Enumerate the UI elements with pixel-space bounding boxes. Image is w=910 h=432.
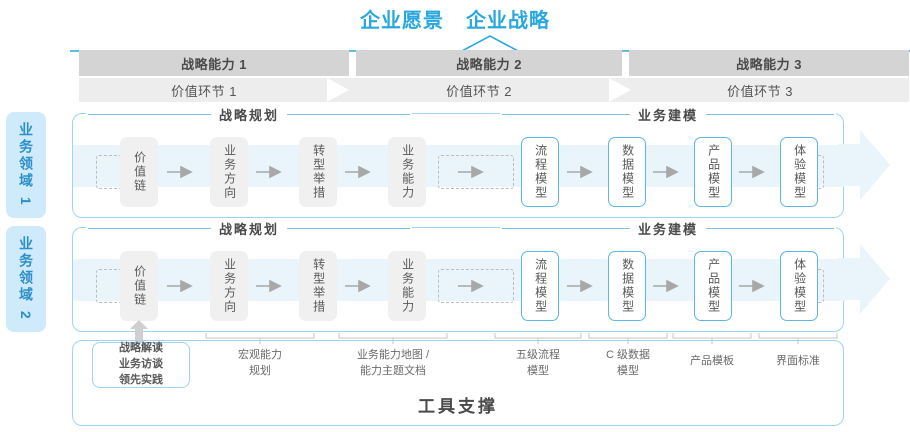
value-stage-label-1: 价值环节 1 [171,83,237,99]
capability-label-3: 战略能力 3 [736,56,802,72]
tool-label-4: 产品模板 [690,355,734,367]
flow-arrow-icon [256,280,282,292]
section-title-planning-2: 战略规划 [86,220,412,237]
value-stage-3[interactable]: 价值环节 3 [631,78,889,102]
section-title-modeling-2: 业务建模 [500,220,836,237]
step-label: 业务能力 [400,144,415,200]
step-box-planning-2-4[interactable]: 业务能力 [388,251,426,321]
capability-bar-row: 战略能力 1 战略能力 2 战略能力 3 [79,50,909,76]
capability-label-2: 战略能力 2 [456,56,522,72]
tool-label-0: 宏观能力规划 [238,349,282,377]
flow-arrow-icon [167,166,193,178]
flow-arrow-icon [256,166,282,178]
up-arrow-icon [130,320,148,342]
step-box-modeling-2-1[interactable]: 流程模型 [521,251,559,321]
value-stage-bar-track [79,78,909,102]
step-label: 流程模型 [533,258,548,314]
flow-arrow-icon [167,280,193,292]
step-label: 业务方向 [222,144,237,200]
step-box-modeling-1-4[interactable]: 体验模型 [780,137,818,207]
step-box-planning-1-2[interactable]: 业务方向 [210,137,248,207]
capability-bar-2[interactable]: 战略能力 2 [356,50,622,76]
step-label: 体验模型 [792,258,807,314]
tool-label-3: C 级数据模型 [606,349,650,377]
step-box-planning-2-3[interactable]: 转型举措 [299,251,337,321]
section-title-planning-1: 战略规划 [86,106,412,123]
tool-label-2: 五级流程模型 [516,349,560,377]
step-box-modeling-2-3[interactable]: 产品模型 [694,251,732,321]
value-stage-bar-row: 价值环节 1 价值环节 2 价值环节 3 [79,78,909,102]
section-label-planning-1: 战略规划 [219,107,280,123]
step-label: 体验模型 [792,144,807,200]
tool-support-footer: 工具支撑 [72,340,844,426]
step-label: 业务方向 [222,258,237,314]
placeholder-box [438,269,514,303]
title-vision: 企业愿景 [360,10,444,32]
flow-arrow-icon [567,166,593,178]
capability-bar-3[interactable]: 战略能力 3 [629,50,909,76]
flow-arrowhead-1-icon [838,130,890,200]
domain-label-2: 业务领域 2 [18,236,34,322]
step-label: 转型举措 [311,258,326,314]
value-stage-label-3: 价值环节 3 [727,83,793,99]
tool-label-1: 业务能力地图 /能力主题文档 [356,349,430,377]
title-strategy: 企业战略 [466,10,550,32]
step-label: 数据模型 [620,258,635,314]
step-box-modeling-1-1[interactable]: 流程模型 [521,137,559,207]
flow-arrow-icon [739,280,765,292]
value-stage-label-2: 价值环节 2 [446,83,512,99]
tool-label-5: 界面标准 [776,355,820,367]
step-box-planning-2-2[interactable]: 业务方向 [210,251,248,321]
bracket-icon [494,333,582,344]
step-label: 价值链 [132,265,147,307]
flow-arrow-icon [567,280,593,292]
page-title: 企业愿景 企业战略 [0,4,910,33]
section-label-modeling-2: 业务建模 [638,221,699,237]
bracket-icon [588,333,668,344]
flow-arrow-icon [458,280,484,292]
placeholder-box [438,155,514,189]
flow-arrowhead-2-icon [838,244,890,314]
title-spacer [444,10,466,33]
sidebar-item-domain-2[interactable]: 业务领域 2 [6,226,46,332]
tool-support-footer-label: 工具支撑 [418,397,498,416]
flow-arrow-icon [458,166,484,178]
section-title-modeling-1: 业务建模 [500,106,836,123]
flow-arrow-icon [345,166,371,178]
step-box-modeling-1-3[interactable]: 产品模型 [694,137,732,207]
bracket-icon [205,333,315,344]
step-label: 转型举措 [311,144,326,200]
capability-label-1: 战略能力 1 [181,56,247,72]
step-box-planning-1-1[interactable]: 价值链 [120,137,158,207]
flow-arrow-icon [653,280,679,292]
step-box-modeling-2-4[interactable]: 体验模型 [780,251,818,321]
step-box-planning-1-4[interactable]: 业务能力 [388,137,426,207]
step-label: 产品模型 [706,144,721,200]
step-box-planning-1-3[interactable]: 转型举措 [299,137,337,207]
section-label-planning-2: 战略规划 [219,221,280,237]
step-label: 数据模型 [620,144,635,200]
flow-arrow-icon [345,280,371,292]
step-box-modeling-1-2[interactable]: 数据模型 [608,137,646,207]
value-stage-2[interactable]: 价值环节 2 [349,78,609,102]
flow-arrow-icon [653,166,679,178]
step-label: 业务能力 [400,258,415,314]
domain-label-1: 业务领域 1 [18,122,34,208]
flow-arrow-icon [739,166,765,178]
bracket-icon [758,333,838,344]
tool-pill-strategy[interactable]: 战略解读业务访谈领先实践 [92,342,190,388]
step-box-planning-2-1[interactable]: 价值链 [120,251,158,321]
capability-bar-1[interactable]: 战略能力 1 [79,50,349,76]
step-box-modeling-2-2[interactable]: 数据模型 [608,251,646,321]
step-label: 流程模型 [533,144,548,200]
bracket-icon [338,333,448,344]
tool-pill-label: 战略解读业务访谈领先实践 [119,342,163,386]
sidebar-item-domain-1[interactable]: 业务领域 1 [6,112,46,218]
step-label: 价值链 [132,151,147,193]
section-label-modeling-1: 业务建模 [638,107,699,123]
value-stage-1[interactable]: 价值环节 1 [79,78,329,102]
bracket-icon [672,333,752,344]
step-label: 产品模型 [706,258,721,314]
